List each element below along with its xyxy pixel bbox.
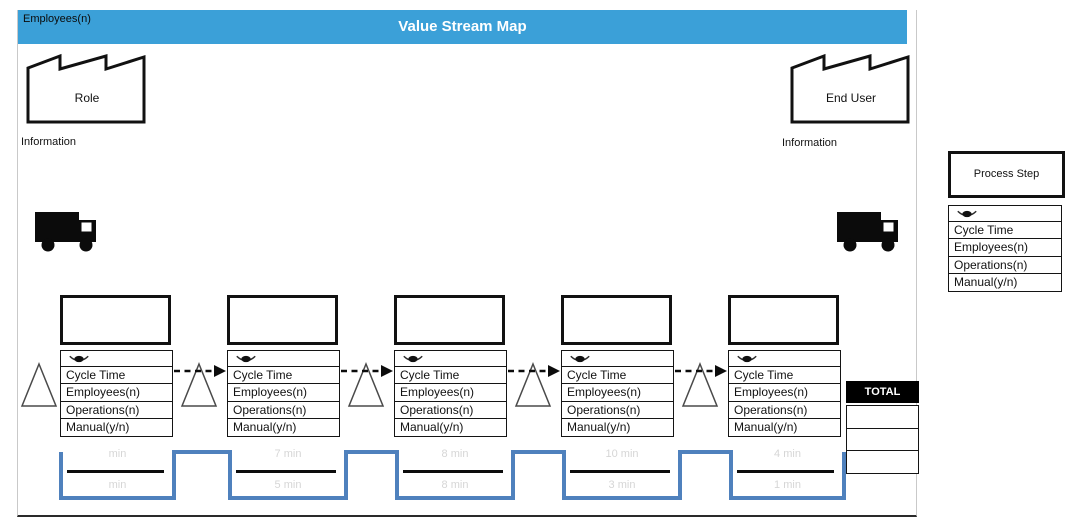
header-bar: Employees(n) Value Stream Map <box>18 10 907 44</box>
eye-row[interactable] <box>728 350 841 367</box>
timeline-valley: min min <box>61 446 174 496</box>
process-name-box[interactable] <box>60 295 171 345</box>
cycle-time-row[interactable]: Cycle Time <box>227 365 340 385</box>
timeline-top-value: min <box>108 448 127 460</box>
eye-row[interactable] <box>227 350 340 367</box>
timeline-valley: 4 min 1 min <box>731 446 844 496</box>
inventory-triangle-icon[interactable] <box>514 362 552 408</box>
operator-eye-icon <box>236 355 256 363</box>
operations-row[interactable]: Operations(n) <box>60 400 173 420</box>
employees-row[interactable]: Employees(n) <box>60 383 173 402</box>
timeline-top-value: 4 min <box>774 448 801 460</box>
timeline-divider <box>67 470 164 473</box>
eye-row[interactable] <box>561 350 674 367</box>
manual-row[interactable]: Manual(y/n) <box>227 418 340 437</box>
legend-employees-row[interactable]: Employees(n) <box>948 238 1062 257</box>
legend-table: Cycle Time Employees(n) Operations(n) Ma… <box>948 205 1062 292</box>
inventory-triangle-icon[interactable] <box>681 362 719 408</box>
timeline-divider <box>236 470 336 473</box>
operations-row[interactable]: Operations(n) <box>394 400 507 420</box>
legend-cycle-time-row[interactable]: Cycle Time <box>948 220 1062 240</box>
timeline-top-value: 10 min <box>605 448 639 460</box>
cycle-time-row[interactable]: Cycle Time <box>60 365 173 385</box>
factory-icon <box>790 53 910 124</box>
factory-icon <box>26 53 146 124</box>
timeline-valley: 7 min 5 min <box>230 446 346 496</box>
employees-row[interactable]: Employees(n) <box>561 383 674 402</box>
timeline-bottom-value: 5 min <box>274 479 302 491</box>
inventory-triangle-icon[interactable] <box>20 362 58 408</box>
eye-row[interactable] <box>394 350 507 367</box>
process-name-box[interactable] <box>227 295 338 345</box>
total-cell[interactable] <box>846 405 919 429</box>
operations-row[interactable]: Operations(n) <box>561 400 674 420</box>
timeline-valley: 10 min 3 min <box>564 446 680 496</box>
legend-process-step-box[interactable]: Process Step <box>948 151 1065 198</box>
operations-row[interactable]: Operations(n) <box>728 400 841 420</box>
process-name-box[interactable] <box>728 295 839 345</box>
employees-row[interactable]: Employees(n) <box>227 383 340 402</box>
process-name-box[interactable] <box>394 295 505 345</box>
operator-eye-icon <box>570 355 590 363</box>
operator-eye-icon <box>737 355 757 363</box>
manual-row[interactable]: Manual(y/n) <box>561 418 674 437</box>
employees-corner-label: Employees(n) <box>23 13 91 25</box>
timeline-bottom-value: 1 min <box>774 479 801 491</box>
supplier-label: Role <box>74 91 100 105</box>
truck-icon <box>837 212 898 252</box>
total-table <box>846 405 919 474</box>
operator-eye-icon <box>957 210 977 218</box>
vsm-canvas: Employees(n) Value Stream Map Role End U… <box>17 10 919 517</box>
operations-row[interactable]: Operations(n) <box>227 400 340 420</box>
timeline-divider <box>570 470 670 473</box>
total-cell[interactable] <box>846 450 919 474</box>
eye-row[interactable] <box>60 350 173 367</box>
employees-row[interactable]: Employees(n) <box>394 383 507 402</box>
cycle-time-row[interactable]: Cycle Time <box>394 365 507 385</box>
material-flow-dashed-arrow[interactable] <box>675 363 727 379</box>
employees-row[interactable]: Employees(n) <box>728 383 841 402</box>
page-title: Value Stream Map <box>398 18 527 35</box>
timeline-top-value: 8 min <box>441 448 469 460</box>
process-name-box[interactable] <box>561 295 672 345</box>
timeline-top-value: 7 min <box>274 448 302 460</box>
inventory-triangle-icon[interactable] <box>180 362 218 408</box>
timeline-bottom-value: min <box>108 479 127 491</box>
customer-label: End User <box>825 91 877 105</box>
total-cell[interactable] <box>846 427 919 452</box>
cycle-time-row[interactable]: Cycle Time <box>561 365 674 385</box>
cycle-time-row[interactable]: Cycle Time <box>728 365 841 385</box>
operator-eye-icon <box>69 355 89 363</box>
information-label-right: Information <box>782 137 838 149</box>
manual-row[interactable]: Manual(y/n) <box>60 418 173 437</box>
operator-eye-icon <box>403 355 423 363</box>
timeline-bottom-value: 3 min <box>608 479 636 491</box>
shipment-truck-left[interactable] <box>29 200 109 256</box>
truck-icon <box>35 212 96 252</box>
customer-factory[interactable]: End User <box>789 53 913 125</box>
material-flow-dashed-arrow[interactable] <box>341 363 393 379</box>
inventory-triangle-icon[interactable] <box>347 362 385 408</box>
timeline-divider <box>737 470 834 473</box>
timeline-bottom-value: 8 min <box>441 479 469 491</box>
shipment-truck-right[interactable] <box>831 200 911 256</box>
legend-eye-row[interactable] <box>948 205 1062 222</box>
material-flow-dashed-arrow[interactable] <box>174 363 226 379</box>
production-timeline[interactable] <box>18 10 916 515</box>
manual-row[interactable]: Manual(y/n) <box>728 418 841 437</box>
legend-operations-row[interactable]: Operations(n) <box>948 255 1062 275</box>
supplier-factory[interactable]: Role <box>25 53 149 125</box>
total-header: TOTAL <box>846 381 919 403</box>
information-label-left: Information <box>21 136 77 148</box>
material-flow-dashed-arrow[interactable] <box>508 363 560 379</box>
timeline-divider <box>403 470 503 473</box>
timeline-valley: 8 min 8 min <box>397 446 513 496</box>
legend-manual-row[interactable]: Manual(y/n) <box>948 273 1062 292</box>
manual-row[interactable]: Manual(y/n) <box>394 418 507 437</box>
